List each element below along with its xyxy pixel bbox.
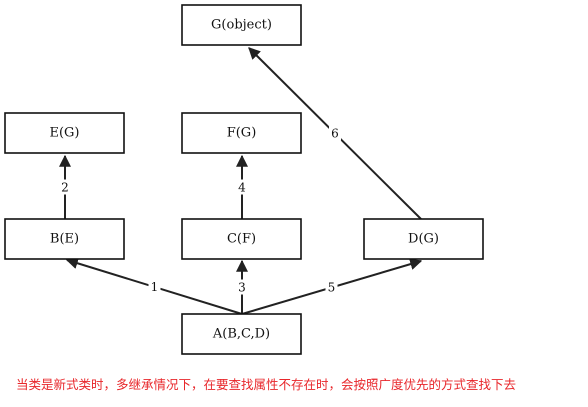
class-node-g: G(object)	[181, 4, 302, 46]
edge-order-label: 1	[151, 280, 159, 294]
class-node-box	[4, 112, 125, 154]
edge-label-background	[329, 125, 341, 141]
edges-layer: 1 2 3 4 5 6	[59, 47, 423, 315]
edge-c-f: 4	[236, 154, 248, 219]
class-node-box	[181, 4, 302, 46]
class-node-box	[181, 112, 302, 154]
class-node-label: E(G)	[49, 126, 79, 141]
edge-label-background	[59, 179, 71, 195]
class-node-box	[181, 313, 302, 355]
class-node-c: C(F)	[181, 218, 302, 260]
edge-a-b: 1	[65, 257, 243, 315]
edge-label-background	[325, 279, 338, 295]
edge-b-e: 2	[59, 154, 71, 219]
edge-order-label: 4	[238, 181, 246, 195]
class-node-f: F(G)	[181, 112, 302, 154]
class-node-label: D(G)	[408, 232, 439, 247]
edge-order-label: 3	[238, 281, 246, 295]
class-node-b: B(E)	[4, 218, 125, 260]
edge-d-g: 6	[248, 47, 422, 220]
class-node-box	[4, 218, 125, 260]
class-node-label: G(object)	[211, 18, 272, 33]
edge-label-background	[148, 279, 161, 294]
caption-text: 当类是新式类时，多继承情况下，在要查找属性不存在时，会按照广度优先的方式查找下去	[16, 377, 517, 392]
edge-label-background	[236, 279, 248, 295]
nodes-layer: G(object) E(G) F(G) B(E) C(F) D(G) A(B,C,D)	[4, 4, 484, 355]
class-node-a: A(B,C,D)	[181, 313, 302, 355]
class-node-box	[363, 218, 484, 260]
class-node-box	[181, 218, 302, 260]
class-node-e: E(G)	[4, 112, 125, 154]
edge-order-label: 5	[328, 281, 336, 295]
edge-a-d: 5	[241, 258, 423, 315]
class-node-label: F(G)	[227, 126, 257, 141]
class-node-label: C(F)	[227, 232, 256, 247]
edge-label-background	[236, 179, 248, 195]
edge-order-label: 2	[61, 181, 69, 195]
edge-order-label: 6	[331, 127, 339, 141]
class-node-label: B(E)	[50, 232, 79, 247]
class-node-d: D(G)	[363, 218, 484, 260]
class-node-label: A(B,C,D)	[212, 327, 270, 342]
edge-a-c: 3	[236, 259, 248, 314]
